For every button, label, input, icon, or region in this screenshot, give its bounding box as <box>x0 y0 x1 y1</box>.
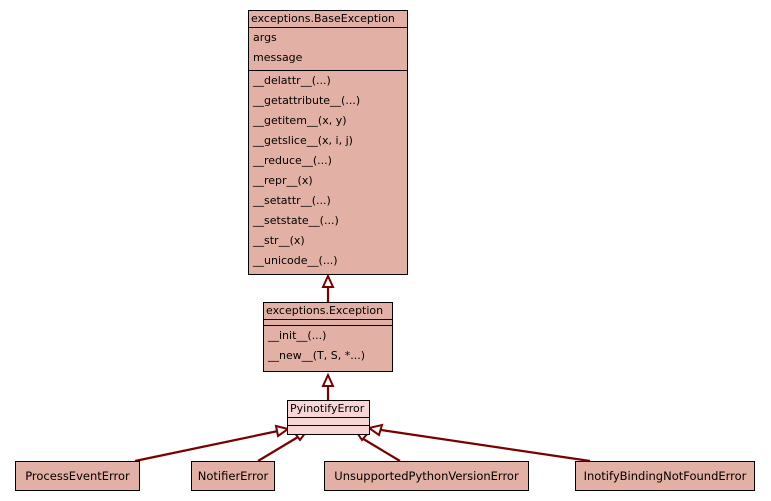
edge-notifiererror-to-pyinotifyerror <box>257 436 299 462</box>
method-row: __repr__(x) <box>253 174 313 187</box>
method-row: __getslice__(x, i, j) <box>253 134 353 147</box>
method-row: __setstate__(...) <box>253 214 339 227</box>
class-box-notifier-error[interactable]: NotifierError <box>191 461 275 491</box>
methods-section: __init__(...) __new__(T, S, *...) <box>264 326 392 366</box>
method-row: __unicode__(...) <box>253 254 338 267</box>
attribute-row: message <box>253 51 303 64</box>
attributes-section: args message <box>249 28 407 71</box>
class-box-exception[interactable]: exceptions.Exception __init__(...) __new… <box>263 302 393 372</box>
edge-inotifybindingnotfounderror-to-pyinotifyerror <box>380 428 591 463</box>
edge-processeventerror-to-pyinotifyerror <box>134 429 279 463</box>
class-box-unsupported-python-version-error[interactable]: UnsupportedPythonVersionError <box>324 461 529 491</box>
inheritance-arrowhead <box>321 372 335 387</box>
method-row: __init__(...) <box>268 329 327 342</box>
inheritance-arrowhead <box>321 273 335 288</box>
method-row: __str__(x) <box>253 234 305 247</box>
attribute-row: args <box>253 31 277 44</box>
class-name-pyinotify-error: PyinotifyError <box>288 401 369 418</box>
methods-section: __delattr__(...) __getattribute__(...) _… <box>249 71 407 271</box>
inheritance-arrowhead <box>366 423 384 437</box>
method-row: __reduce__(...) <box>253 154 332 167</box>
attributes-section <box>288 418 369 426</box>
class-name-exception: exceptions.Exception <box>264 303 392 320</box>
attributes-section <box>264 320 392 326</box>
class-box-inotify-binding-not-found-error[interactable]: InotifyBindingNotFoundError <box>575 461 755 491</box>
class-box-process-event-error[interactable]: ProcessEventError <box>15 461 140 491</box>
edge-unsupportedpythonversionerror-to-pyinotifyerror <box>359 436 401 462</box>
inheritance-arrowhead <box>274 424 291 438</box>
class-box-base-exception[interactable]: exceptions.BaseException args message __… <box>248 10 408 275</box>
class-name-base-exception: exceptions.BaseException <box>249 11 407 28</box>
method-row: __new__(T, S, *...) <box>268 349 365 362</box>
method-row: __delattr__(...) <box>253 74 331 87</box>
class-box-pyinotify-error[interactable]: PyinotifyError <box>287 400 370 435</box>
method-row: __getitem__(x, y) <box>253 114 347 127</box>
method-row: __setattr__(...) <box>253 194 331 207</box>
method-row: __getattribute__(...) <box>253 94 361 107</box>
methods-section <box>288 426 369 433</box>
